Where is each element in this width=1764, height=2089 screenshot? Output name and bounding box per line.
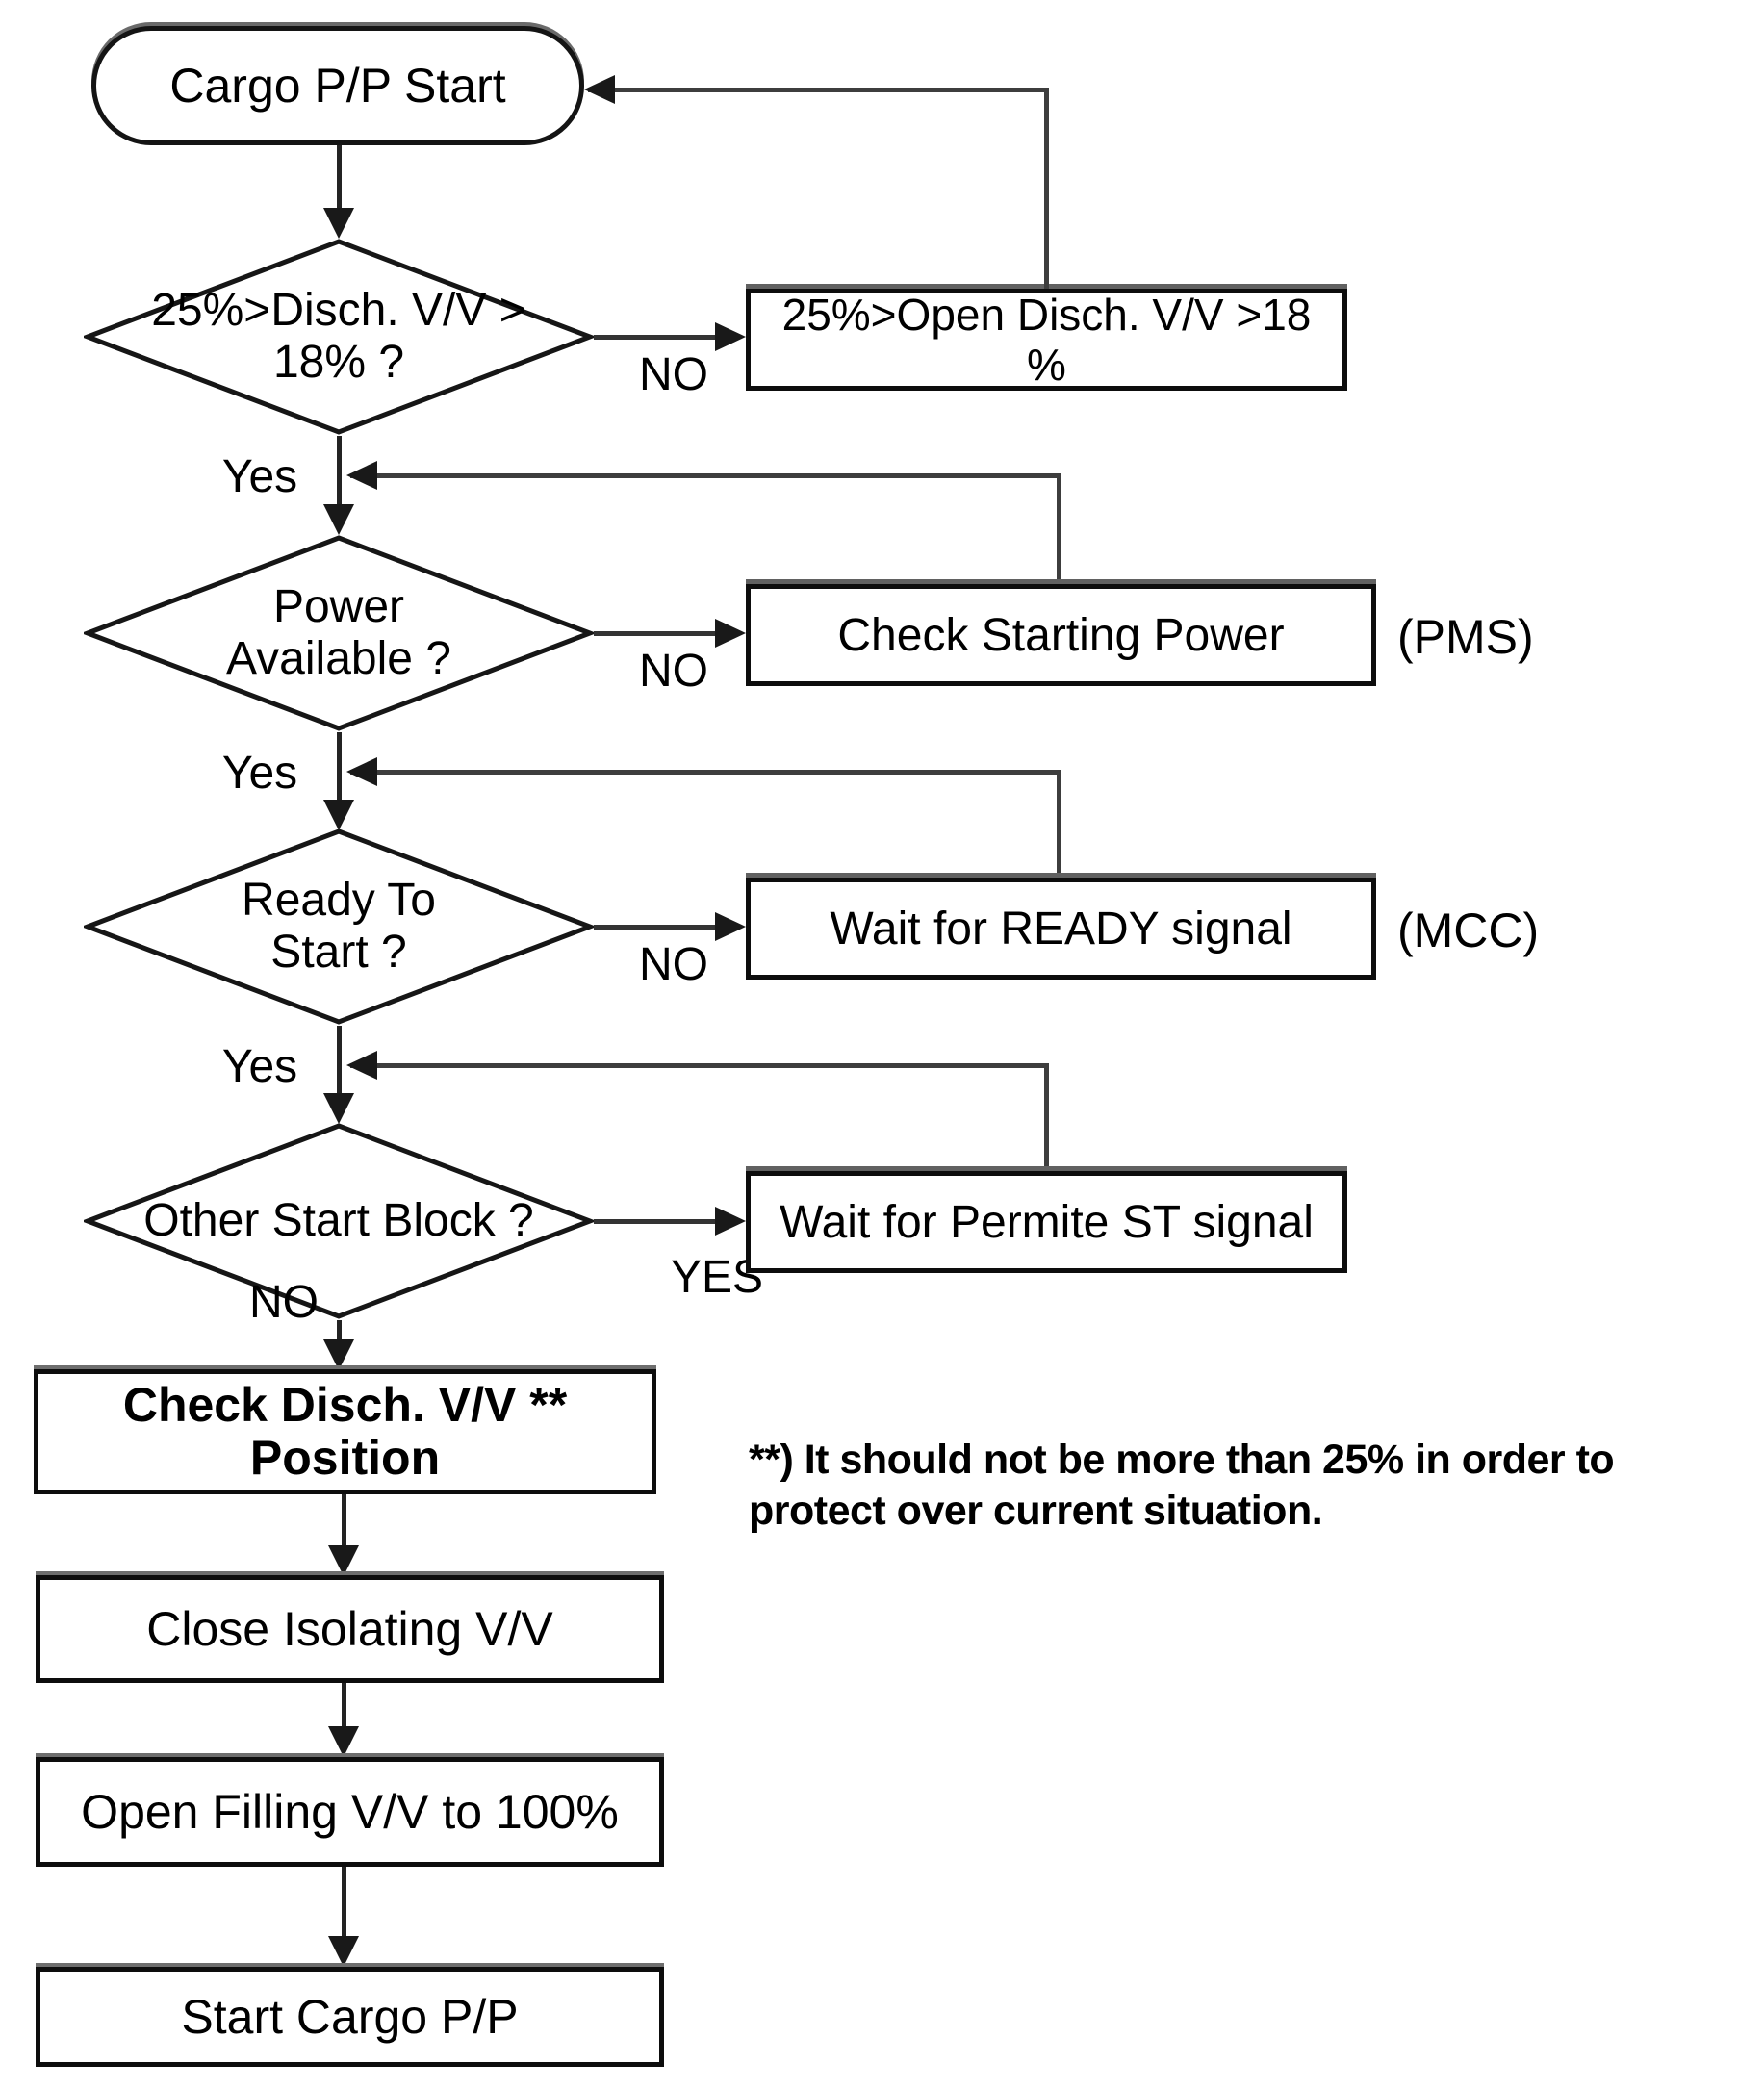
- branch-label-no-2: NO: [639, 646, 708, 697]
- arrow-down-icon: [323, 208, 354, 239]
- side-box-check-starting-power: Check Starting Power: [746, 584, 1376, 686]
- arrow-down-icon: [328, 1545, 359, 1576]
- arrow-left-icon: [584, 75, 615, 104]
- process-box-start-cargo-pp: Start Cargo P/P: [36, 1967, 664, 2067]
- decision-line1: Power: [272, 581, 405, 633]
- connector-d1-to-d2: [337, 436, 342, 506]
- arrow-left-icon: [346, 461, 377, 490]
- feedback-line-2-vertical: [1057, 475, 1061, 586]
- arrow-left-icon: [346, 1051, 377, 1080]
- connector-d3-to-d4: [337, 1026, 342, 1095]
- decision-disch-vv: 25%>Disch. V/V > 18% ?: [84, 238, 594, 436]
- connector-check-to-close: [342, 1494, 346, 1548]
- system-tag-mcc: (MCC): [1397, 904, 1540, 957]
- footnote-line1: **) It should not be more than 25% in or…: [749, 1437, 1615, 1483]
- decision-line1: 25%>Disch. V/V >: [151, 285, 526, 337]
- arrow-down-icon: [323, 1093, 354, 1124]
- process-line2: Position: [249, 1431, 441, 1485]
- decision-line1: Ready To: [242, 875, 436, 927]
- arrow-right-icon: [715, 912, 746, 941]
- connector-d4-yes: [594, 1219, 719, 1224]
- feedback-line-1-horizontal: [588, 88, 1049, 92]
- side-box-line1: Wait for READY signal: [830, 903, 1292, 955]
- connector-close-to-open: [342, 1683, 346, 1729]
- decision-other-start-block: Other Start Block ?: [84, 1122, 594, 1320]
- diamond-shape: [84, 239, 594, 435]
- decision-line2: 18% ?: [272, 337, 405, 388]
- decision-power-available: Power Available ?: [84, 534, 594, 732]
- connector-open-to-start: [342, 1867, 346, 1938]
- side-box-line1: Check Starting Power: [837, 609, 1285, 661]
- feedback-line-4-vertical: [1044, 1065, 1049, 1173]
- side-box-wait-permite-st: Wait for Permite ST signal: [746, 1171, 1347, 1273]
- process-line1: Check Disch. V/V **: [122, 1378, 568, 1432]
- side-box-line2: %: [1027, 340, 1066, 390]
- footnote: **) It should not be more than 25% in or…: [749, 1435, 1615, 1537]
- arrow-down-icon: [328, 1726, 359, 1757]
- down-label-no-4: NO: [249, 1277, 319, 1328]
- system-tag-pms: (PMS): [1397, 610, 1534, 664]
- arrow-left-icon: [346, 757, 377, 786]
- connector-d2-to-d3: [337, 732, 342, 802]
- diamond-shape: [84, 535, 594, 731]
- process-line1: Start Cargo P/P: [181, 1990, 519, 2044]
- process-line1: Open Filling V/V to 100%: [81, 1785, 619, 1839]
- connector-d4-to-check: [337, 1320, 342, 1343]
- down-label-yes-1: Yes: [221, 451, 298, 502]
- connector-d3-no: [594, 925, 719, 930]
- decision-line2: Available ?: [226, 633, 451, 684]
- side-box-line1: Wait for Permite ST signal: [780, 1196, 1314, 1248]
- process-line1: Close Isolating V/V: [146, 1602, 553, 1656]
- decision-line2: Start ?: [270, 927, 407, 978]
- start-terminator-label: Cargo P/P Start: [169, 59, 506, 113]
- diamond-shape: [84, 1123, 594, 1319]
- connector-start-to-d1: [337, 145, 342, 211]
- connector-d1-no: [594, 335, 719, 340]
- feedback-line-3-horizontal: [350, 770, 1061, 775]
- arrow-down-icon: [323, 800, 354, 830]
- feedback-line-4-horizontal: [350, 1063, 1049, 1068]
- feedback-line-3-vertical: [1057, 772, 1061, 879]
- feedback-line-1-vertical: [1044, 89, 1049, 289]
- start-terminator: Cargo P/P Start: [91, 26, 584, 145]
- arrow-down-icon: [328, 1936, 359, 1967]
- footnote-line2: protect over current situation.: [749, 1488, 1323, 1534]
- decision-line1: Other Start Block ?: [143, 1195, 534, 1247]
- arrow-down-icon: [323, 1339, 354, 1370]
- side-box-open-disch: 25%>Open Disch. V/V >18 %: [746, 289, 1347, 391]
- process-box-check-disch: Check Disch. V/V ** Position: [34, 1369, 656, 1494]
- arrow-right-icon: [715, 619, 746, 648]
- side-box-wait-ready-signal: Wait for READY signal: [746, 878, 1376, 980]
- arrow-down-icon: [323, 504, 354, 535]
- process-box-close-isolating: Close Isolating V/V: [36, 1575, 664, 1683]
- process-box-open-filling: Open Filling V/V to 100%: [36, 1757, 664, 1867]
- arrow-right-icon: [715, 1207, 746, 1236]
- connector-d2-no: [594, 631, 719, 636]
- side-box-line1: 25%>Open Disch. V/V >18: [781, 290, 1312, 340]
- down-label-yes-3: Yes: [221, 1041, 298, 1092]
- decision-ready-to-start: Ready To Start ?: [84, 828, 594, 1026]
- branch-label-no-3: NO: [639, 939, 708, 990]
- diamond-shape: [84, 828, 594, 1025]
- branch-label-no-1: NO: [639, 349, 708, 400]
- arrow-right-icon: [715, 322, 746, 351]
- feedback-line-2-horizontal: [350, 473, 1061, 478]
- down-label-yes-2: Yes: [221, 748, 298, 799]
